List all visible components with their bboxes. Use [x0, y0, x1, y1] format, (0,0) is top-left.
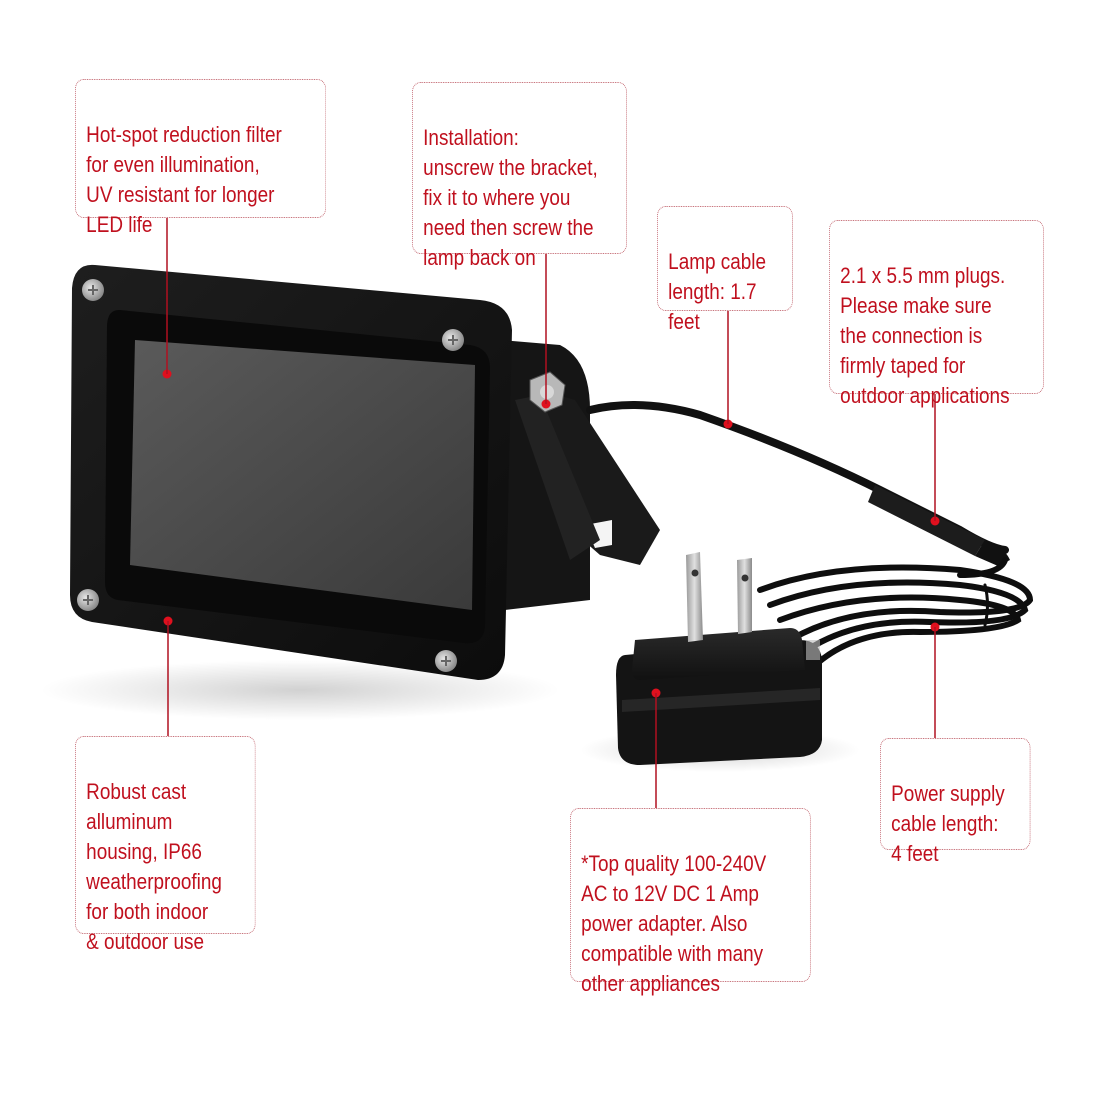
callout-filter-text: Hot-spot reduction filter for even illum…	[86, 122, 282, 237]
callout-power-cable: Power supply cable length: 4 feet	[880, 738, 1031, 866]
callout-lamp-cable: Lamp cable length: 1.7 feet	[657, 206, 793, 334]
callout-installation-text: Installation: unscrew the bracket, fix i…	[423, 125, 598, 270]
frame-screws	[77, 279, 464, 672]
lamp-bracket	[500, 340, 660, 610]
callout-plugs: 2.1 x 5.5 mm plugs. Please make sure the…	[829, 220, 1044, 408]
plug-prong-right	[737, 558, 752, 634]
lamp-shadow	[40, 660, 560, 720]
power-adapter	[616, 552, 822, 765]
leader-lines	[166, 218, 936, 808]
barrel-connector	[868, 485, 985, 556]
callout-lamp-cable-text: Lamp cable length: 1.7 feet	[668, 249, 767, 334]
callout-plugs-text: 2.1 x 5.5 mm plugs. Please make sure the…	[840, 263, 1010, 408]
callout-filter: Hot-spot reduction filter for even illum…	[75, 79, 327, 237]
callout-adapter: *Top quality 100-240V AC to 12V DC 1 Amp…	[570, 808, 811, 996]
callout-installation: Installation: unscrew the bracket, fix i…	[412, 82, 627, 270]
plug-prong-left	[686, 552, 703, 642]
power-cable-coil	[757, 557, 1034, 673]
bracket-bolt	[529, 371, 566, 413]
lamp-front	[70, 264, 512, 680]
callout-housing-text: Robust cast alluminum housing, IP66 weat…	[86, 779, 222, 954]
callout-housing: Robust cast alluminum housing, IP66 weat…	[75, 736, 256, 954]
callout-adapter-text: *Top quality 100-240V AC to 12V DC 1 Amp…	[581, 851, 767, 996]
callout-power-cable-text: Power supply cable length: 4 feet	[891, 781, 1005, 866]
filter-glass	[130, 340, 475, 610]
